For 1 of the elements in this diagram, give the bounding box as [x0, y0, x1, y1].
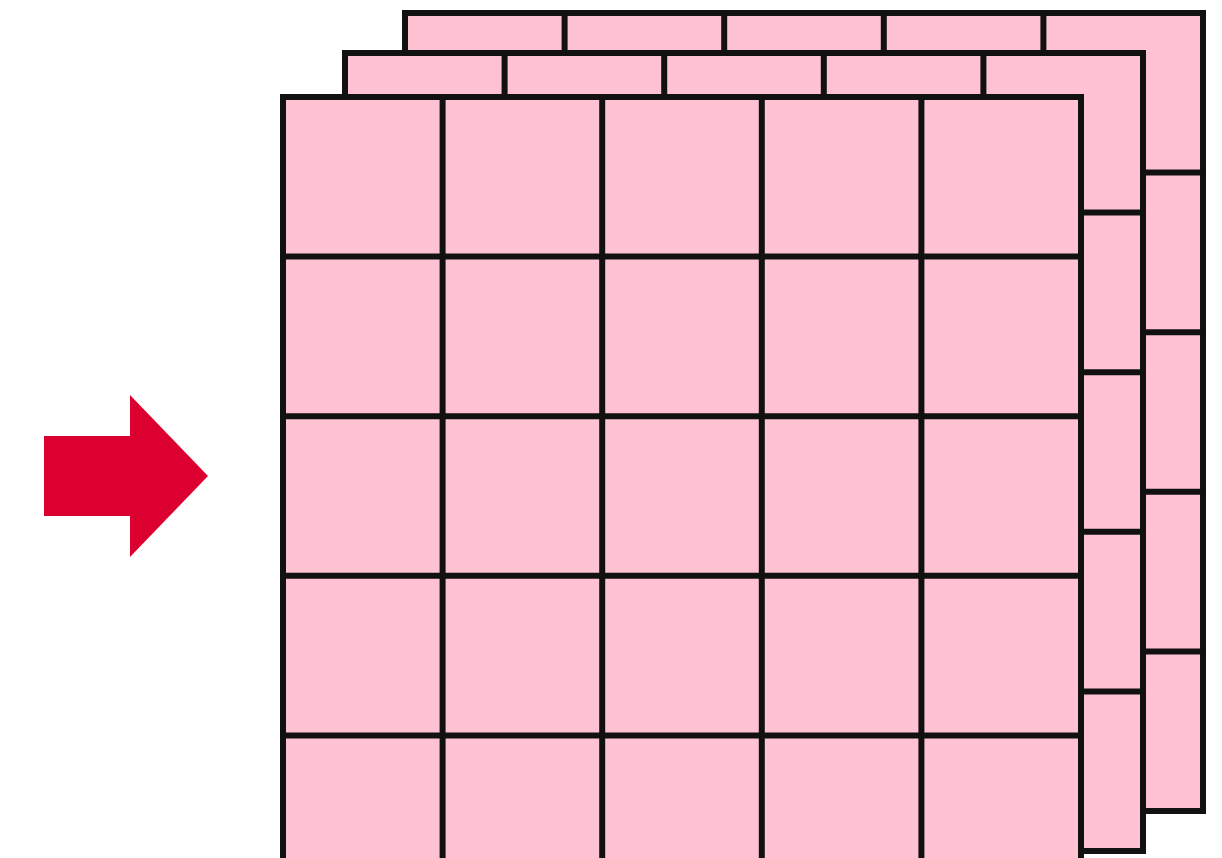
arrow	[44, 395, 208, 557]
